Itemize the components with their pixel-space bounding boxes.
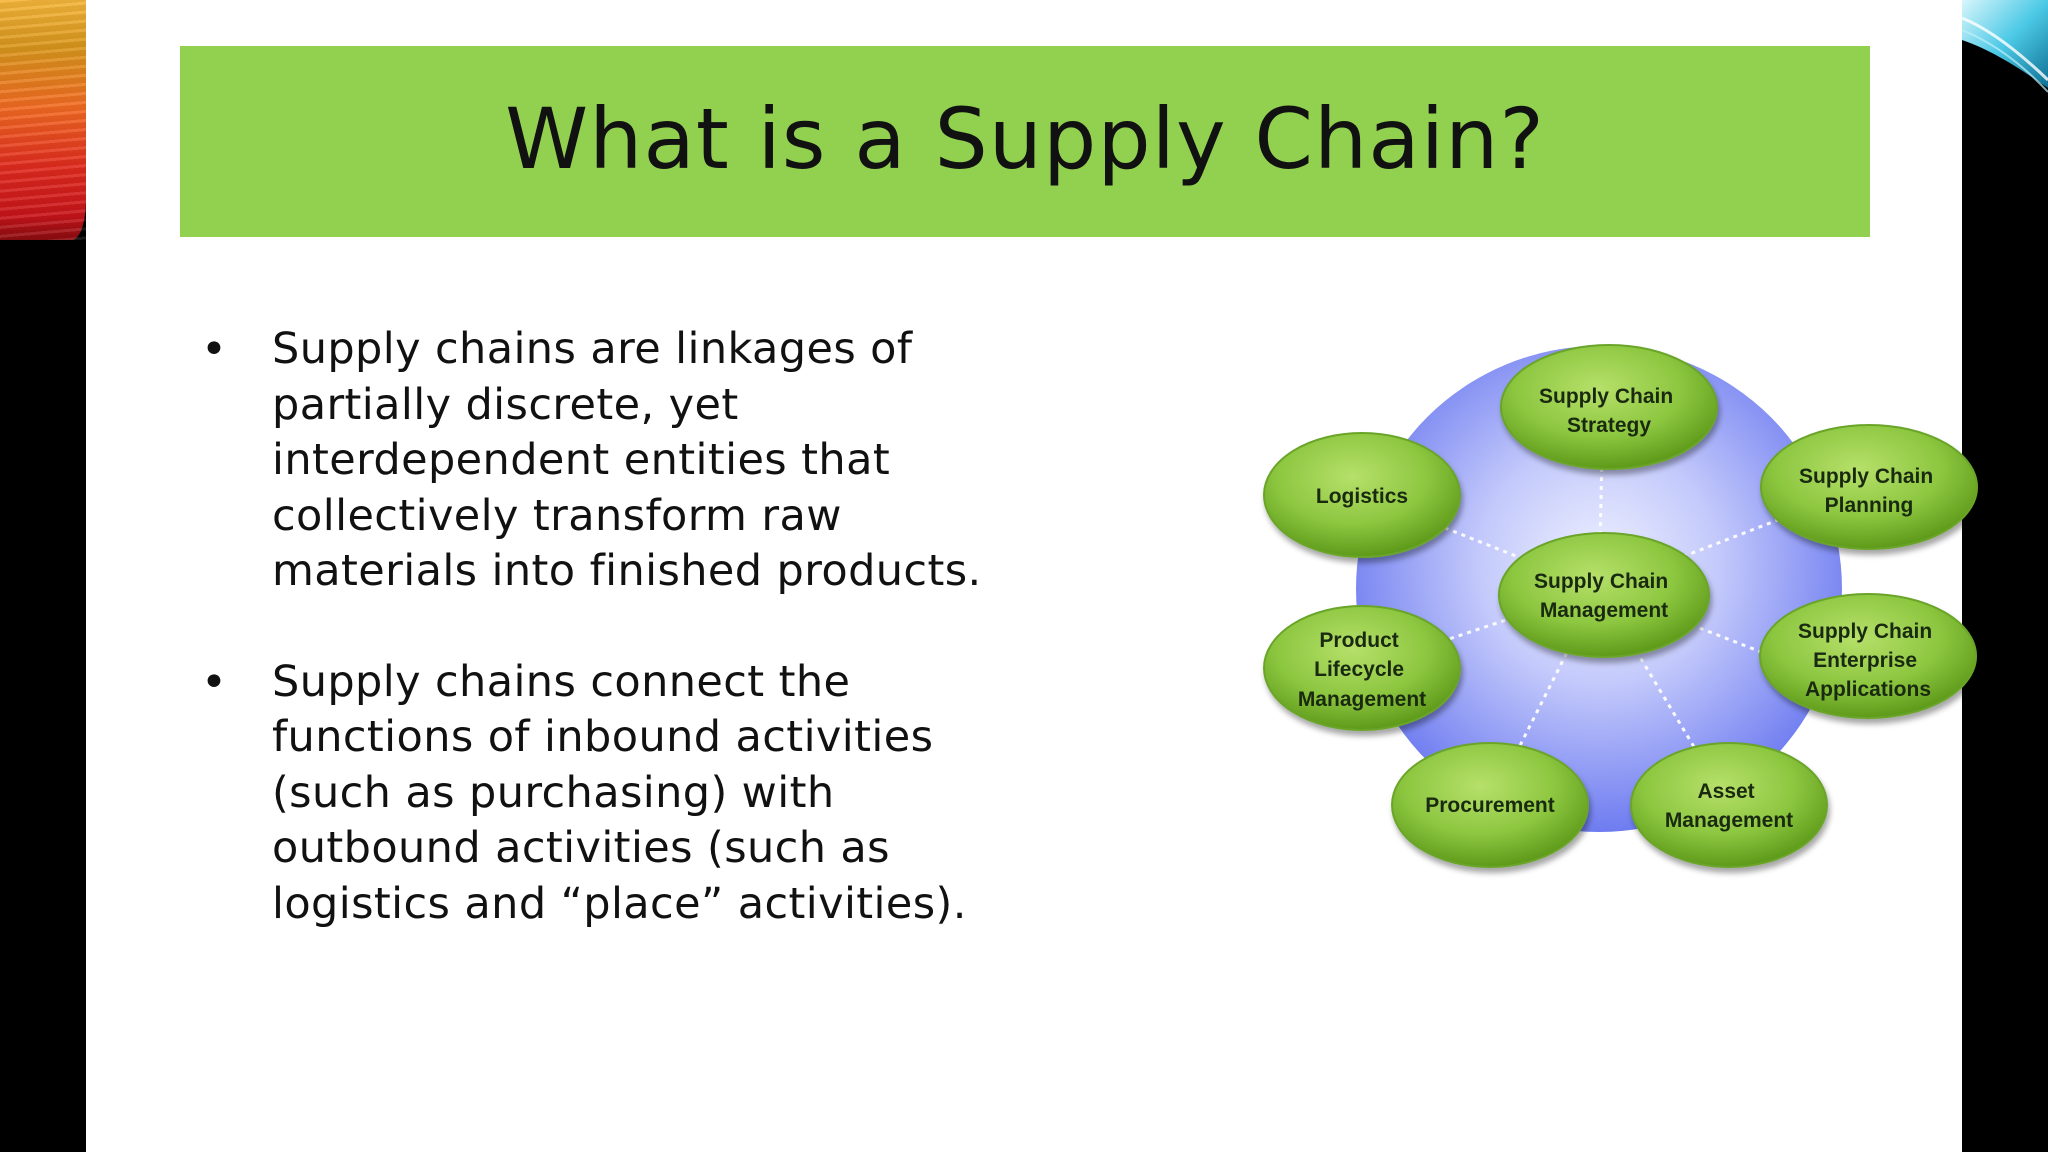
bullet-line: functions of inbound activities <box>272 712 934 762</box>
node-label-line: Asset <box>1697 780 1754 803</box>
node-label-planning: Supply Chain Planning <box>1799 465 1939 517</box>
node-label-line: Product <box>1319 629 1398 652</box>
node-label-line: Supply Chain <box>1539 385 1673 408</box>
node-label-product-lifecycle: Product Lifecycle Management <box>1298 629 1426 711</box>
supply-chain-diagram: Supply Chain Strategy Supply Chain Plann… <box>1263 344 1978 868</box>
node-label-line: Supply Chain <box>1534 570 1668 593</box>
diagram-node-logistics <box>1263 432 1461 558</box>
bullet-line: materials into finished products. <box>272 546 982 596</box>
title-bar: What is a Supply Chain? <box>180 46 1870 237</box>
node-label-center: Supply Chain Management <box>1534 570 1674 622</box>
node-label-procurement: Procurement <box>1425 794 1555 817</box>
node-label-line: Management <box>1540 599 1668 622</box>
bullet-line: partially discrete, yet <box>272 379 739 430</box>
node-label-line: Logistics <box>1316 485 1408 508</box>
node-label-logistics: Logistics <box>1316 485 1408 508</box>
bullet-line: logistics and “place” activities). <box>272 878 967 929</box>
node-label-line: Planning <box>1825 494 1914 517</box>
node-label-strategy: Supply Chain Strategy <box>1539 385 1679 437</box>
node-label-enterprise-applications: Supply Chain Enterprise Applications <box>1798 620 1938 701</box>
decorative-stripe <box>0 0 86 240</box>
bullet-text: Supply chains are linkages of partially … <box>272 322 1054 600</box>
node-label-line: Procurement <box>1425 794 1555 817</box>
bullet-line: Supply chains connect the <box>272 656 851 707</box>
bullet-line: outbound activities (such as <box>272 823 890 873</box>
bullet-item: • Supply chains connect the functions of… <box>194 655 1054 933</box>
bullet-line: (such as purchasing) with <box>272 767 835 818</box>
node-label-line: Applications <box>1805 678 1931 701</box>
node-label-asset-management: Asset Management <box>1665 780 1793 832</box>
bullet-line: Supply chains are linkages of <box>272 324 913 374</box>
diagram-node-asset-management <box>1630 742 1828 868</box>
diagram-node-strategy <box>1500 344 1718 470</box>
diagram-node-center <box>1498 532 1710 658</box>
node-label-line: Supply Chain <box>1799 465 1933 488</box>
node-label-line: Management <box>1665 809 1793 832</box>
node-label-line: Supply Chain <box>1798 620 1932 643</box>
diagram-node-enterprise-applications <box>1759 593 1977 719</box>
slide: What is a Supply Chain? • Supply chains … <box>86 0 1978 1152</box>
node-label-line: Lifecycle <box>1314 658 1404 681</box>
decorative-swoosh <box>1962 0 2048 95</box>
diagram-node-planning <box>1760 424 1978 550</box>
bullet-line: collectively transform raw <box>272 490 842 541</box>
node-label-line: Management <box>1298 688 1426 711</box>
diagram-node-procurement <box>1391 742 1589 868</box>
bullet-item: • Supply chains are linkages of partiall… <box>194 322 1054 600</box>
bullet-text: Supply chains connect the functions of i… <box>272 655 1054 933</box>
node-label-line: Strategy <box>1567 414 1651 437</box>
bullet-list: • Supply chains are linkages of partiall… <box>194 322 1054 987</box>
bullet-line: interdependent entities that <box>272 435 891 485</box>
bullet-dot-icon: • <box>201 656 227 708</box>
bullet-dot-icon: • <box>201 324 227 375</box>
node-label-line: Enterprise <box>1813 649 1917 672</box>
slide-title: What is a Supply Chain? <box>505 89 1545 188</box>
diagram-node-product-lifecycle <box>1263 605 1461 731</box>
